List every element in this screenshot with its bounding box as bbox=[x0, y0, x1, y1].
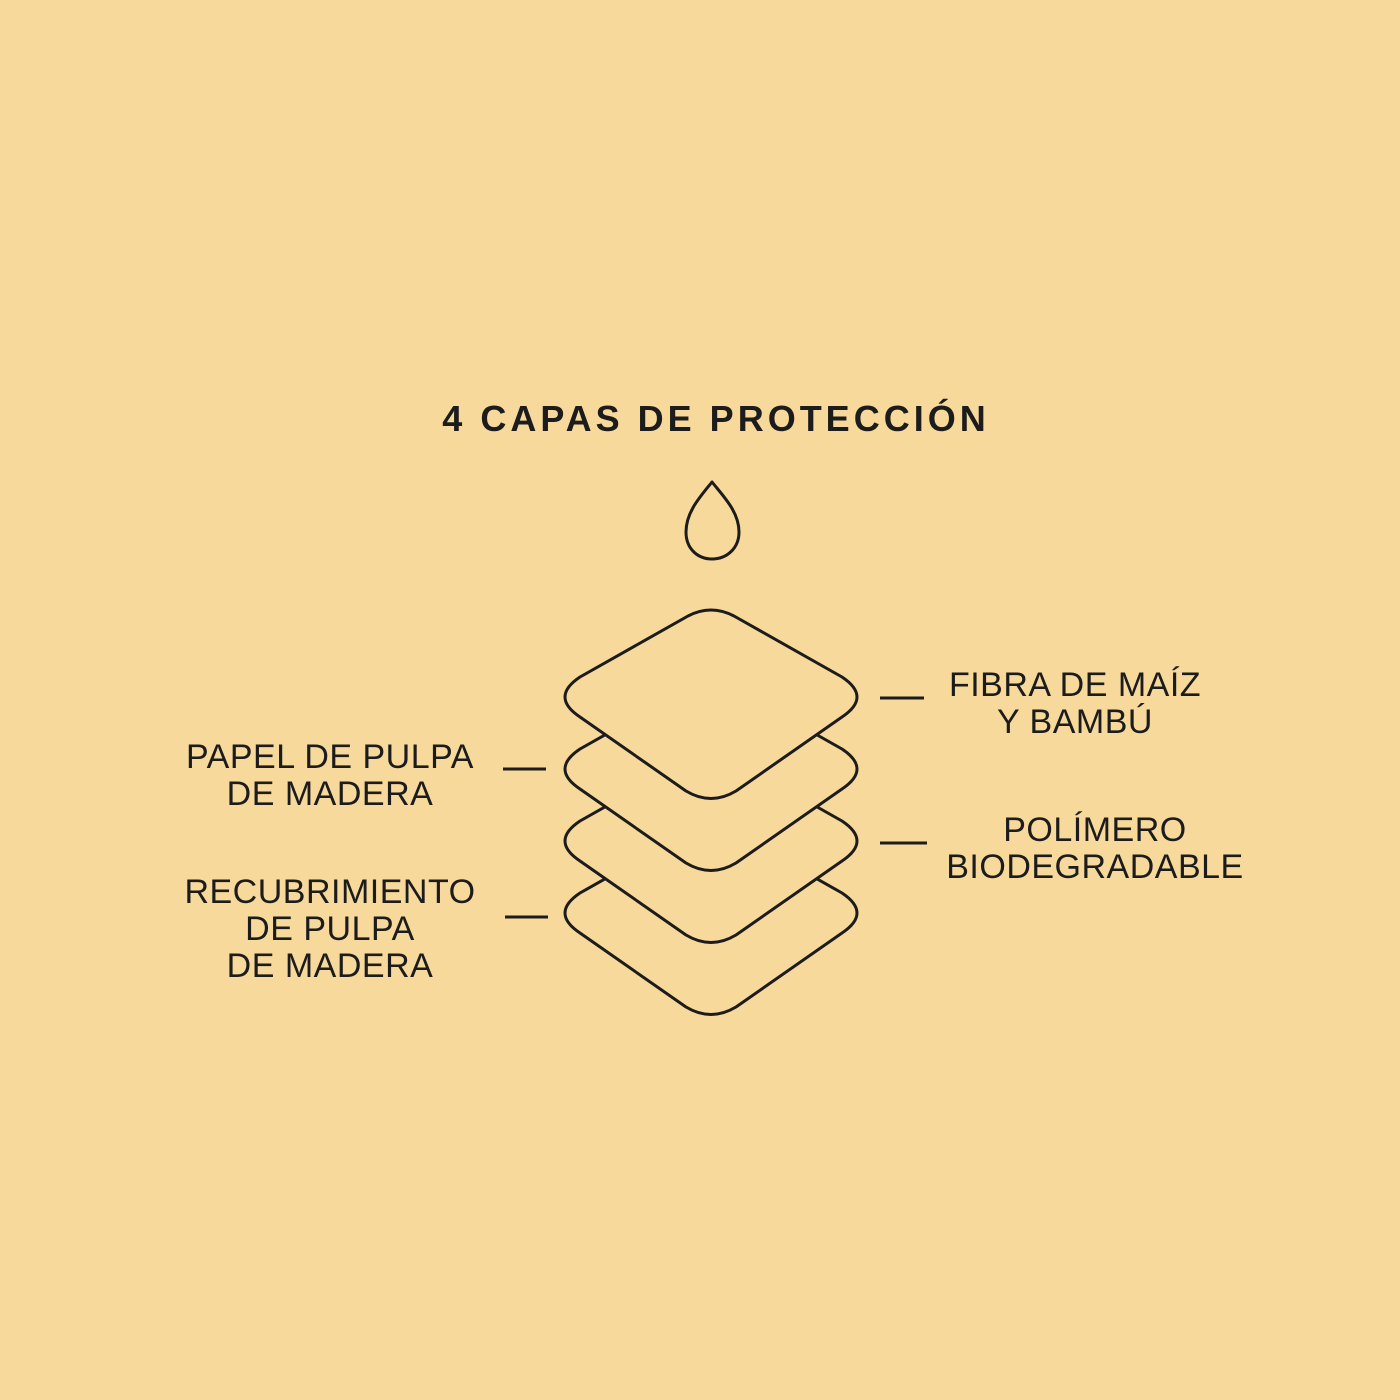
label-line: PAPEL DE PULPA bbox=[186, 738, 474, 776]
water-drop-icon bbox=[684, 480, 741, 561]
label-line: Y BAMBÚ bbox=[997, 703, 1153, 741]
label-layer3: POLÍMERO BIODEGRADABLE bbox=[930, 812, 1260, 886]
label-layer1: FIBRA DE MAÍZ Y BAMBÚ bbox=[935, 667, 1215, 741]
label-line: POLÍMERO bbox=[1003, 811, 1187, 849]
label-layer2: PAPEL DE PULPA DE MADERA bbox=[170, 739, 490, 813]
label-layer4: RECUBRIMIENTO DE PULPA DE MADERA bbox=[170, 874, 490, 985]
label-line: DE PULPA bbox=[245, 910, 415, 948]
label-line: RECUBRIMIENTO bbox=[184, 873, 476, 911]
label-line: FIBRA DE MAÍZ bbox=[948, 666, 1202, 704]
label-line: DE MADERA bbox=[226, 775, 434, 813]
label-line: BIODEGRADABLE bbox=[946, 848, 1244, 886]
diagram-title: 4 CAPAS DE PROTECCIÓN bbox=[442, 398, 990, 439]
label-line: DE MADERA bbox=[226, 947, 434, 985]
